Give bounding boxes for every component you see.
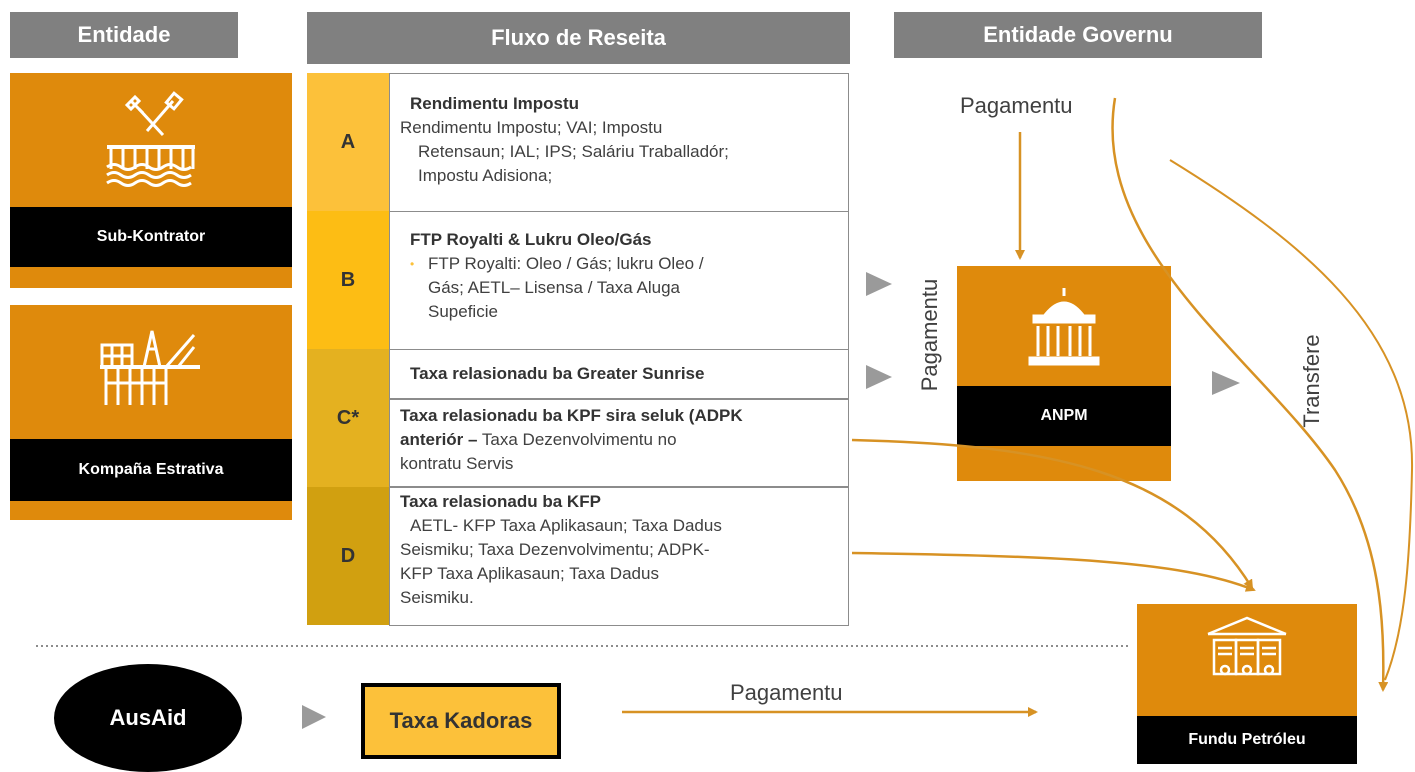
box-taxa-kadoras: Taxa Kadoras bbox=[361, 683, 561, 759]
header-entity: Entidade bbox=[10, 12, 238, 58]
stream-box-c2: Taxa relasionadu ba KPF sira seluk (ADPK… bbox=[389, 399, 849, 487]
stream-letter-a: A bbox=[307, 73, 389, 211]
label-petroleum-fund: Fundu Petróleu bbox=[1137, 716, 1357, 764]
stream-c-title2: Taxa relasionadu ba KPF sira seluk (ADPK bbox=[400, 406, 743, 425]
label-extractive-company: Kompaña Estrativa bbox=[10, 439, 292, 501]
arrow-transfer-to-fund bbox=[1169, 159, 1414, 681]
label-payment-bottom: Pagamentu bbox=[730, 680, 843, 705]
arrow-c-to-fund bbox=[851, 438, 1254, 590]
stream-d-title: Taxa relasionadu ba KFP bbox=[400, 492, 601, 511]
arrow-d-to-fund bbox=[851, 551, 1256, 592]
stream-b-line2: Gás; AETL– Lisensa / Taxa Aluga bbox=[428, 278, 681, 297]
oil-rig-icon bbox=[10, 325, 292, 415]
stream-box-d: Taxa relasionadu ba KFP AETL- KFP Taxa A… bbox=[389, 487, 849, 626]
stream-a-line1: Rendimentu Impostu; VAI; Impostu bbox=[400, 118, 663, 137]
stream-d-line3: KFP Taxa Aplikasaun; Taxa Dadus bbox=[400, 564, 659, 583]
stream-letter-c: C* bbox=[307, 349, 389, 487]
label-subcontractor: Sub-Kontrator bbox=[10, 207, 292, 267]
stream-d-line4: Seismiku. bbox=[400, 588, 474, 607]
header-government-entity: Entidade Governu bbox=[894, 12, 1262, 58]
triangle-arrow-c-icon bbox=[866, 365, 892, 389]
stream-letter-d: D bbox=[307, 487, 389, 625]
stream-c-title2b: anteriór – bbox=[400, 430, 478, 449]
triangle-arrow-anpm-icon bbox=[1212, 371, 1240, 395]
fund-documents-icon bbox=[1137, 614, 1357, 696]
stream-b-title: FTP Royalti & Lukru Oleo/Gás bbox=[410, 230, 652, 249]
stream-b-line1: FTP Royalti: Oleo / Gás; lukru Oleo / bbox=[428, 254, 704, 273]
triangle-arrow-b-icon bbox=[866, 272, 892, 296]
stream-a-line2: Retensaun; IAL; IPS; Saláriu Traballadór… bbox=[418, 142, 729, 161]
stream-box-a: Rendimentu Impostu Rendimentu Impostu; V… bbox=[389, 73, 849, 212]
label-anpm: ANPM bbox=[957, 386, 1171, 446]
stream-b-line3: Supeficie bbox=[428, 302, 498, 321]
stream-d-line2: Seismiku; Taxa Dezenvolvimentu; ADPK- bbox=[400, 540, 710, 559]
entity-anpm: ANPM bbox=[957, 266, 1171, 481]
label-payment-top: Pagamentu bbox=[960, 93, 1073, 118]
stream-box-b: FTP Royalti & Lukru Oleo/Gás • FTP Royal… bbox=[389, 211, 849, 350]
government-building-icon bbox=[957, 286, 1171, 374]
stream-a-title: Rendimentu Impostu bbox=[410, 94, 580, 113]
entity-subcontractor: Sub-Kontrator bbox=[10, 73, 292, 288]
stream-c-title1: Taxa relasionadu ba Greater Sunrise bbox=[410, 364, 705, 383]
label-taxa-kadoras: Taxa Kadoras bbox=[389, 708, 533, 733]
stream-d-line1: AETL- KFP Taxa Aplikasaun; Taxa Dadus bbox=[410, 516, 722, 535]
entity-extractive-company: Kompaña Estrativa bbox=[10, 305, 292, 520]
header-revenue-stream: Fluxo de Reseita bbox=[307, 12, 850, 64]
stream-c-line2: kontratu Servis bbox=[400, 454, 514, 473]
stream-box-c1: Taxa relasionadu ba Greater Sunrise bbox=[389, 349, 849, 399]
stream-c-line1: Taxa Dezenvolvimentu no bbox=[481, 430, 677, 449]
triangle-arrow-ausaid-icon bbox=[302, 705, 326, 729]
stream-letter-b: B bbox=[307, 211, 389, 349]
entity-ausaid: AusAid bbox=[54, 664, 242, 772]
arrow-payment-to-fund bbox=[1111, 97, 1389, 692]
tools-pier-icon bbox=[10, 91, 292, 191]
stream-a-line3: Impostu Adisiona; bbox=[418, 166, 553, 185]
label-ausaid: AusAid bbox=[109, 705, 187, 730]
entity-petroleum-fund: Fundu Petróleu bbox=[1137, 604, 1357, 764]
bullet-icon: • bbox=[410, 257, 415, 271]
